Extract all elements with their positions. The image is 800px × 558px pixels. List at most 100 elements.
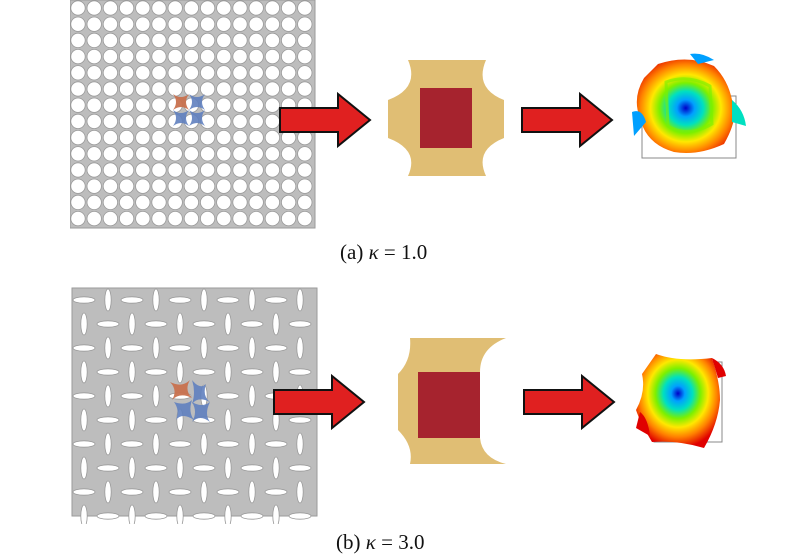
lattice-hole xyxy=(104,384,112,408)
lattice-hole xyxy=(264,81,280,97)
lattice-hole xyxy=(144,416,168,424)
lattice-hole xyxy=(192,368,216,376)
lattice-hole xyxy=(200,130,216,146)
lattice-hole xyxy=(102,97,119,113)
lattice-hole xyxy=(80,312,88,336)
highlighted-cells-b xyxy=(170,380,210,422)
lattice-hole xyxy=(224,312,232,336)
lattice-hole xyxy=(86,65,102,81)
lattice-hole xyxy=(200,97,216,113)
lattice-hole xyxy=(183,48,200,65)
lattice-hole xyxy=(232,211,248,227)
lattice-hole xyxy=(248,211,264,227)
lattice-hole xyxy=(104,480,112,504)
caption-a: (a) κ = 1.0 xyxy=(340,240,427,265)
lattice-hole xyxy=(264,488,288,496)
lattice-hole xyxy=(216,113,232,130)
lattice-hole xyxy=(96,464,120,472)
lattice-hole xyxy=(128,408,136,432)
lattice-hole xyxy=(200,113,216,130)
lattice-hole xyxy=(70,0,86,16)
lattice-hole xyxy=(200,211,216,227)
lattice-hole xyxy=(72,440,96,448)
lattice-hole xyxy=(104,336,112,360)
lattice-hole xyxy=(70,32,86,49)
lattice-hole xyxy=(264,48,280,65)
lattice-hole xyxy=(118,32,135,49)
lattice-hole xyxy=(183,16,200,32)
panel-b: (b) κ = 3.0 xyxy=(0,280,800,558)
lattice-hole xyxy=(167,81,183,97)
lattice-hole xyxy=(200,16,216,32)
lattice-hole xyxy=(216,48,232,65)
lattice-hole xyxy=(70,81,86,97)
lattice-hole xyxy=(200,0,216,16)
lattice-hole xyxy=(240,512,264,520)
lattice-hole xyxy=(120,296,144,304)
highlighted-cells-a xyxy=(173,94,205,126)
lattice-hole xyxy=(248,194,264,210)
lattice-hole xyxy=(248,97,264,113)
lattice-hole xyxy=(272,312,280,336)
equals-sign: = xyxy=(381,530,393,554)
lattice-hole xyxy=(118,0,135,16)
lattice-hole xyxy=(248,336,256,360)
lattice-hole xyxy=(216,296,240,304)
lattice-hole xyxy=(151,48,167,65)
lattice-hole xyxy=(183,162,200,178)
lattice-hole xyxy=(200,432,208,456)
lattice-hole xyxy=(144,320,168,328)
lattice-hole xyxy=(216,130,232,146)
lattice-hole xyxy=(216,97,232,113)
lattice-hole xyxy=(118,48,135,65)
lattice-hole xyxy=(168,296,192,304)
lattice-hole xyxy=(151,32,167,49)
lattice-hole xyxy=(216,488,240,496)
lattice-hole xyxy=(151,162,167,178)
lattice-hole xyxy=(144,464,168,472)
lattice-hole xyxy=(216,392,240,400)
lattice-hole xyxy=(232,32,248,49)
lattice-hole xyxy=(288,416,312,424)
lattice-hole xyxy=(151,211,167,227)
lattice-hole xyxy=(96,416,120,424)
lattice-hole xyxy=(200,288,208,312)
lattice-hole xyxy=(192,512,216,520)
lattice-hole xyxy=(281,0,297,16)
kappa-symbol: κ xyxy=(368,240,379,264)
lattice-hole xyxy=(80,360,88,384)
lattice-hole xyxy=(248,65,264,81)
lattice-hole xyxy=(176,312,184,336)
lattice-hole xyxy=(120,392,144,400)
lattice-hole xyxy=(70,130,86,146)
arrow-right-icon xyxy=(273,373,366,431)
lattice-hole xyxy=(248,288,256,312)
lattice-hole xyxy=(118,65,135,81)
lattice-hole xyxy=(128,456,136,480)
unit-cell-diagram xyxy=(398,338,506,464)
lattice-hole xyxy=(264,130,280,146)
lattice-hole xyxy=(72,344,96,352)
lattice-hole xyxy=(104,288,112,312)
lattice-hole xyxy=(232,0,248,16)
lattice-hole xyxy=(70,97,86,113)
lattice-hole xyxy=(102,65,119,81)
lattice-hole xyxy=(144,512,168,520)
lattice-hole xyxy=(288,512,312,520)
equals-sign: = xyxy=(383,240,396,264)
lattice-hole xyxy=(80,504,88,524)
lattice-hole xyxy=(264,0,280,16)
lattice-hole xyxy=(200,162,216,178)
lattice-hole xyxy=(183,178,200,194)
lattice-hole xyxy=(135,146,151,162)
lattice-hole xyxy=(118,146,135,162)
arrow-right-icon xyxy=(279,91,372,149)
lattice-hole xyxy=(151,81,167,97)
lattice-hole xyxy=(135,65,151,81)
lattice-hole xyxy=(167,48,183,65)
lattice-hole xyxy=(183,65,200,81)
panel-a: (a) κ = 1.0 xyxy=(70,0,746,265)
arrow-right-icon xyxy=(523,373,616,431)
lattice-hole xyxy=(248,146,264,162)
mode-shape-plot xyxy=(636,354,726,448)
